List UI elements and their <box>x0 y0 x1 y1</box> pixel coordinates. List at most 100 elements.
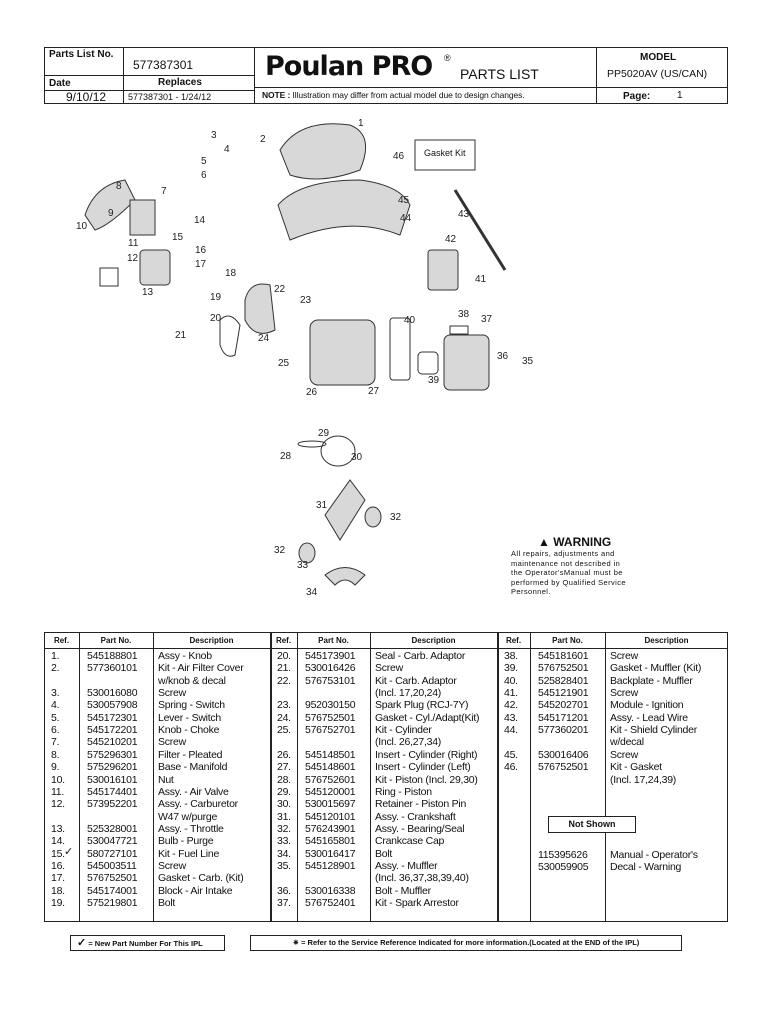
callout-21: 21 <box>175 330 187 341</box>
date: 9/10/12 <box>66 90 107 104</box>
model-value: PP5020AV (US/CAN) <box>607 68 708 80</box>
callout-41: 41 <box>475 274 487 285</box>
callout-8: 8 <box>116 181 122 192</box>
part-number-cell: 576752601 <box>305 773 356 786</box>
ref-cell: 28. <box>277 773 291 786</box>
part-number-cell: 530016101 <box>87 773 138 786</box>
ref-cell: 14. <box>51 835 65 848</box>
description-cell: Assy. - Lead Wire <box>610 711 688 724</box>
description-cell: Screw <box>610 687 638 700</box>
part-number-cell: 573952201 <box>87 798 138 811</box>
description-cell: (Incl. 17,24,39) <box>610 773 677 786</box>
brand-logo: Poulan PRO <box>265 51 433 82</box>
description-cell: Screw <box>375 662 403 675</box>
description-cell: Assy. - Crankshaft <box>375 810 456 823</box>
ref-cell: 41. <box>504 687 518 700</box>
callout-44: 44 <box>400 213 412 224</box>
callout-29: 29 <box>318 428 330 439</box>
ref-cell: 1. <box>51 650 60 662</box>
description-cell: Decal - Warning <box>610 861 682 874</box>
description-cell: Bolt - Muffler <box>375 884 431 897</box>
purge-bulb <box>99 267 119 287</box>
warning-icon: ▲ <box>538 535 550 549</box>
description-cell: Assy. - Carburetor <box>158 798 238 811</box>
ref-cell: 6. <box>51 724 60 737</box>
callout-26: 26 <box>306 387 318 398</box>
ref-cell: 24. <box>277 711 291 724</box>
ref-cell: 10. <box>51 773 65 786</box>
ref-cell: 44. <box>504 724 518 737</box>
part-number-cell: 115395626 <box>538 849 588 861</box>
part-number-cell: 545174401 <box>87 785 138 798</box>
ref-cell: 19. <box>51 897 65 909</box>
callout-12: 12 <box>127 253 139 264</box>
air-filter-cover <box>279 123 367 180</box>
description-cell: Kit - Air Filter Cover <box>158 662 244 675</box>
callout-17: 17 <box>195 259 207 270</box>
description-cell: Screw <box>158 687 186 700</box>
ref-cell: 34. <box>277 847 291 860</box>
part-number-cell: 575219801 <box>87 897 138 909</box>
callout-18: 18 <box>225 268 237 279</box>
description-cell: Assy. - Muffler <box>375 859 438 872</box>
ref-cell: 43. <box>504 711 518 724</box>
callout-30: 30 <box>351 452 363 463</box>
ref-cell: 20. <box>277 650 291 662</box>
callout-7: 7 <box>161 186 167 197</box>
ref-cell: 18. <box>51 884 65 897</box>
ref-cell: 42. <box>504 699 518 712</box>
spark-arrestor <box>449 325 469 335</box>
registered-mark: ® <box>444 53 451 63</box>
description-cell: Kit - Piston (Incl. 29,30) <box>375 773 478 786</box>
column-header-part: Part No. <box>318 636 349 645</box>
callout-1: 1 <box>358 118 364 129</box>
callout-11: 11 <box>128 238 139 249</box>
replaces-label: Replaces <box>158 77 202 88</box>
new-part-checkmark-icon: ✓ <box>64 846 74 858</box>
carburetor <box>139 249 171 286</box>
description-cell: Bolt <box>375 847 393 860</box>
carb-adaptor <box>219 315 241 357</box>
filter <box>84 179 136 231</box>
description-cell: Lever - Switch <box>158 711 222 724</box>
description-cell: Module - Ignition <box>610 699 684 712</box>
ref-cell: 17. <box>51 872 65 885</box>
part-number-cell: 530059905 <box>538 861 589 874</box>
note: NOTE : Illustration may differ from actu… <box>262 90 525 100</box>
warning-line: All repairs, adjustments and <box>511 549 615 558</box>
description-cell: Backplate - Muffler <box>610 674 693 687</box>
replaces-value: 577387301 - 1/24/12 <box>128 92 212 102</box>
callout-31: 31 <box>316 500 328 511</box>
callout-14: 14 <box>194 215 206 226</box>
part-number-cell: 530016417 <box>305 847 356 860</box>
parts-list-no: 577387301 <box>133 58 194 72</box>
description-cell: Assy - Knob <box>158 650 212 662</box>
callout-10: 10 <box>76 221 88 232</box>
warning-line: maintenance not described in <box>511 558 621 568</box>
ignition-module <box>427 249 459 291</box>
ref-cell: 23. <box>277 699 291 712</box>
legend-new-part-text: = New Part Number For This IPL <box>88 939 203 948</box>
part-number-cell: 530057908 <box>87 699 138 712</box>
ref-cell: 2. <box>51 662 60 675</box>
description-cell: (Incl. 17,20,24) <box>375 687 442 700</box>
description-cell: W47 w/purge <box>158 810 218 823</box>
part-number-cell: 577360201 <box>538 724 589 737</box>
description-cell: Assy. - Bearing/Seal <box>375 822 465 835</box>
parts-table <box>44 632 728 922</box>
intake-block <box>244 283 276 334</box>
part-number-cell: 576752501 <box>87 872 138 885</box>
warning-line: Personnel. <box>511 587 551 597</box>
callout-37: 37 <box>481 314 493 325</box>
warning-title-text: WARNING <box>553 535 612 549</box>
bearing-seal-left <box>298 542 316 564</box>
callout-32: 32 <box>274 545 286 556</box>
description-cell: w/decal <box>610 736 644 749</box>
description-cell: Crankcase Cap <box>375 835 445 848</box>
ref-cell: 25. <box>277 724 291 737</box>
callout-9: 9 <box>108 208 114 219</box>
piston <box>320 435 356 467</box>
part-number-cell: 545120001 <box>305 785 356 798</box>
callout-39: 39 <box>428 375 440 386</box>
description-cell: Filter - Pleated <box>158 748 223 761</box>
